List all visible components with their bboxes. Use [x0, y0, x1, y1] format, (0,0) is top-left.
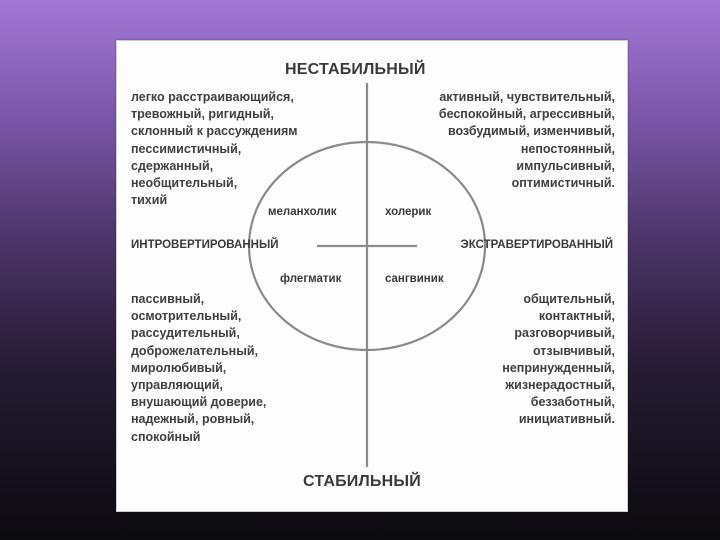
trait-item: управляющий,	[131, 378, 223, 393]
trait-item: миролюбивый,	[131, 360, 227, 375]
right-label-extraverted: ЭКСТРАВЕРТИРОВАННЫЙ	[460, 239, 613, 251]
trait-item: надежный, ровный,	[131, 412, 255, 427]
trait-item: спокойный	[131, 429, 201, 444]
trait-item: непостоянный,	[520, 141, 615, 156]
trait-item: оптимистичный.	[511, 176, 615, 191]
traits-top-left: легко расстраивающийся, тревожный, ригид…	[131, 89, 298, 209]
trait-item: внушающий доверие,	[131, 395, 267, 410]
traits-bottom-left: пассивный, осмотрительный, рассудительны…	[131, 291, 266, 446]
trait-item: отзывчивый,	[532, 343, 615, 358]
trait-item: импульсивный,	[516, 158, 615, 173]
traits-bottom-right: общительный, контактный, разговорчивый, …	[502, 291, 615, 429]
trait-item: пессимистичный,	[131, 141, 242, 156]
traits-top-right: активный, чувствительный, беспокойный, а…	[439, 89, 615, 192]
trait-item: инициативный.	[518, 412, 615, 427]
trait-item: возбудимый, изменчивый,	[447, 124, 615, 139]
bottom-label-stable: СТАБИЛЬНЫЙ	[303, 473, 421, 490]
trait-item: склонный к рассуждениям	[131, 124, 298, 139]
trait-item: беспокойный, агрессивный,	[438, 107, 615, 122]
trait-item: тихий	[131, 193, 168, 208]
axes-and-circle	[247, 83, 487, 467]
trait-item: сдержанный,	[131, 158, 214, 173]
temperament-phlegmatic: флегматик	[278, 273, 344, 285]
trait-item: общительный,	[523, 292, 615, 306]
trait-item: необщительный,	[131, 176, 238, 191]
trait-item: пассивный,	[131, 292, 205, 306]
trait-item: беззаботный,	[530, 395, 615, 410]
trait-item: тревожный, ригидный,	[131, 107, 274, 122]
trait-item: легко расстраивающийся,	[131, 90, 294, 104]
trait-item: рассудительный,	[131, 326, 240, 341]
temperament-melancholic: меланхолик	[266, 206, 339, 218]
trait-item: доброжелательный,	[131, 343, 259, 358]
temperament-sanguine: сангвиник	[383, 273, 446, 285]
left-label-introverted: ИНТРОВЕРТИРОВАННЫЙ	[131, 239, 279, 251]
trait-item: активный, чувствительный,	[439, 90, 615, 104]
top-label-unstable: НЕСТАБИЛЬНЫЙ	[285, 61, 426, 78]
trait-item: контактный,	[538, 309, 615, 324]
trait-item: жизнерадостный,	[505, 378, 615, 393]
trait-item: разговорчивый,	[514, 326, 615, 341]
trait-item: непринужденный,	[502, 360, 615, 375]
temperament-choleric: холерик	[383, 206, 434, 218]
trait-item: осмотрительный,	[131, 309, 242, 324]
diagram-card: НЕСТАБИЛЬНЫЙ СТАБИЛЬНЫЙ ИНТРОВЕРТИРОВАНН…	[116, 40, 628, 512]
